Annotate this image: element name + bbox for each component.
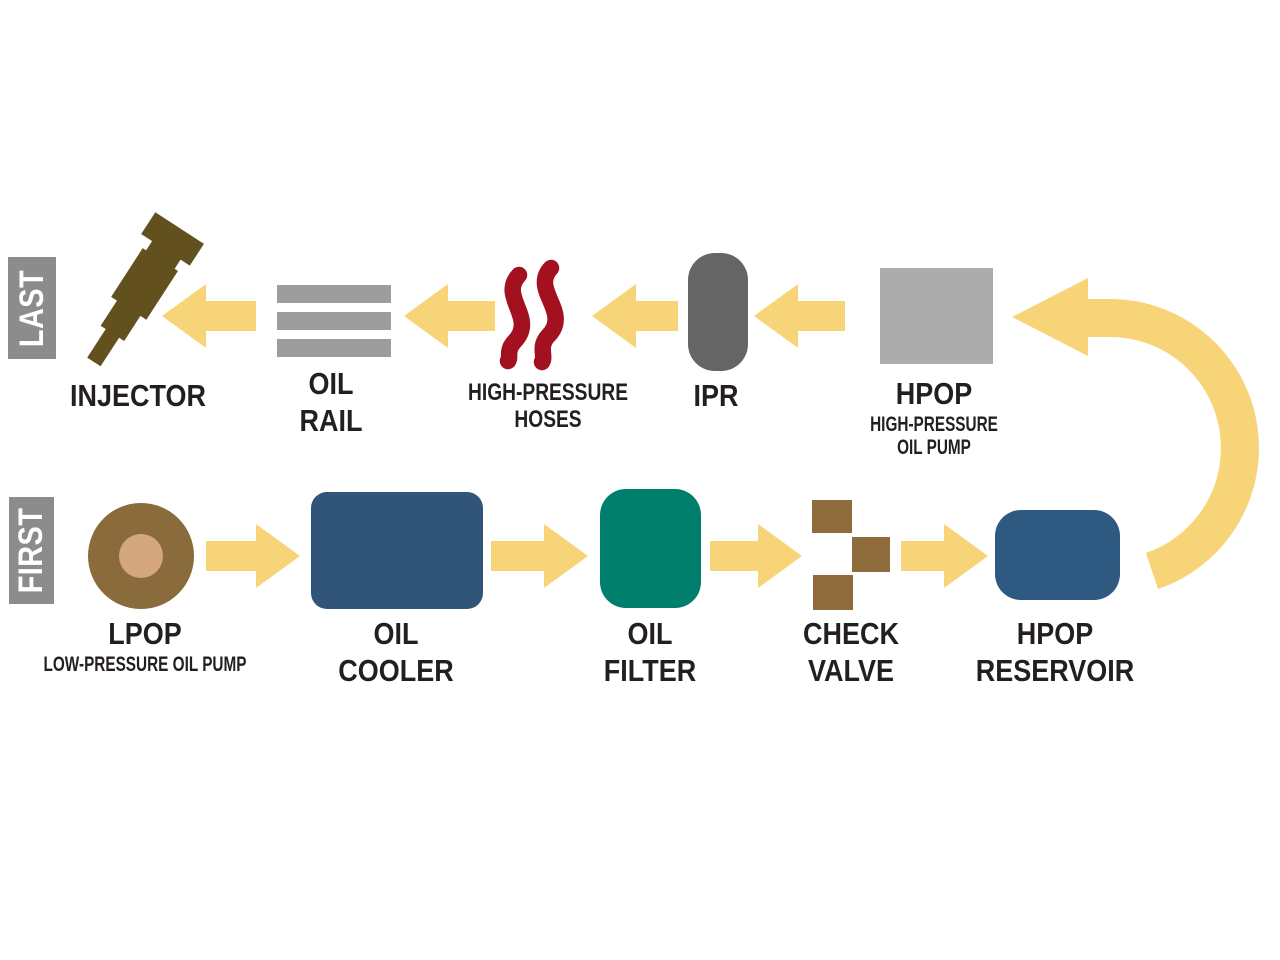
flow-arrow-check-valve-to-reservoir-icon: [901, 524, 988, 588]
sequence-tag-last: LAST: [8, 257, 56, 359]
hpop-reservoir-label: HPOP RESERVOIR: [975, 616, 1135, 688]
flow-arrow-cooler-to-filter-icon: [491, 524, 588, 588]
oil-cooler-icon: [311, 492, 483, 609]
injector-label: INJECTOR: [70, 378, 206, 413]
oil-filter-label: OIL FILTER: [603, 616, 697, 688]
flow-arrow-rail-to-injector-icon: [162, 284, 256, 348]
hpop-reservoir-icon: [995, 510, 1120, 600]
lpop-inner-circle: [119, 534, 163, 578]
return-arrow-head: [1012, 278, 1088, 356]
flow-arrow-hoses-to-rail-icon: [404, 284, 495, 348]
return-flow-arrow-reservoir-to-hpop: [1012, 278, 1259, 589]
oil-filter-icon: [600, 489, 701, 608]
lpop-label: LPOP: [108, 616, 182, 651]
sequence-tag-first-text: FIRST: [12, 507, 50, 594]
check-valve-label: CHECK VALVE: [803, 616, 899, 688]
hpop-pump-icon: [880, 268, 993, 364]
hpop-label: HPOP: [895, 376, 973, 411]
lpop-pump-icon: [88, 503, 194, 609]
hpop-sublabel: HIGH-PRESSURE OIL PUMP: [870, 413, 998, 459]
ipr-valve-icon: [688, 253, 748, 371]
lpop-sublabel: LOW-PRESSURE OIL PUMP: [43, 653, 247, 676]
flow-arrow-ipr-to-hoses-icon: [592, 284, 678, 348]
high-pressure-hoses-label: HIGH-PRESSURE HOSES: [467, 379, 629, 433]
injector-icon: [87, 212, 204, 367]
oil-rail-icon: [277, 285, 391, 357]
flow-arrow-hpop-to-ipr-icon: [754, 284, 845, 348]
oil-rail-label: OIL RAIL: [299, 366, 363, 438]
return-arrow-arc: [1087, 299, 1259, 589]
oil-cooler-label: OIL COOLER: [338, 616, 454, 688]
flow-arrow-filter-to-check-valve-icon: [710, 524, 802, 588]
sequence-tag-first: FIRST: [9, 497, 54, 604]
flow-arrow-lpop-to-cooler-icon: [206, 524, 300, 588]
hoses-icon: [499, 259, 564, 371]
check-valve-icon: [812, 500, 890, 610]
sequence-tag-last-text: LAST: [12, 269, 51, 347]
ipr-label: IPR: [693, 378, 739, 413]
